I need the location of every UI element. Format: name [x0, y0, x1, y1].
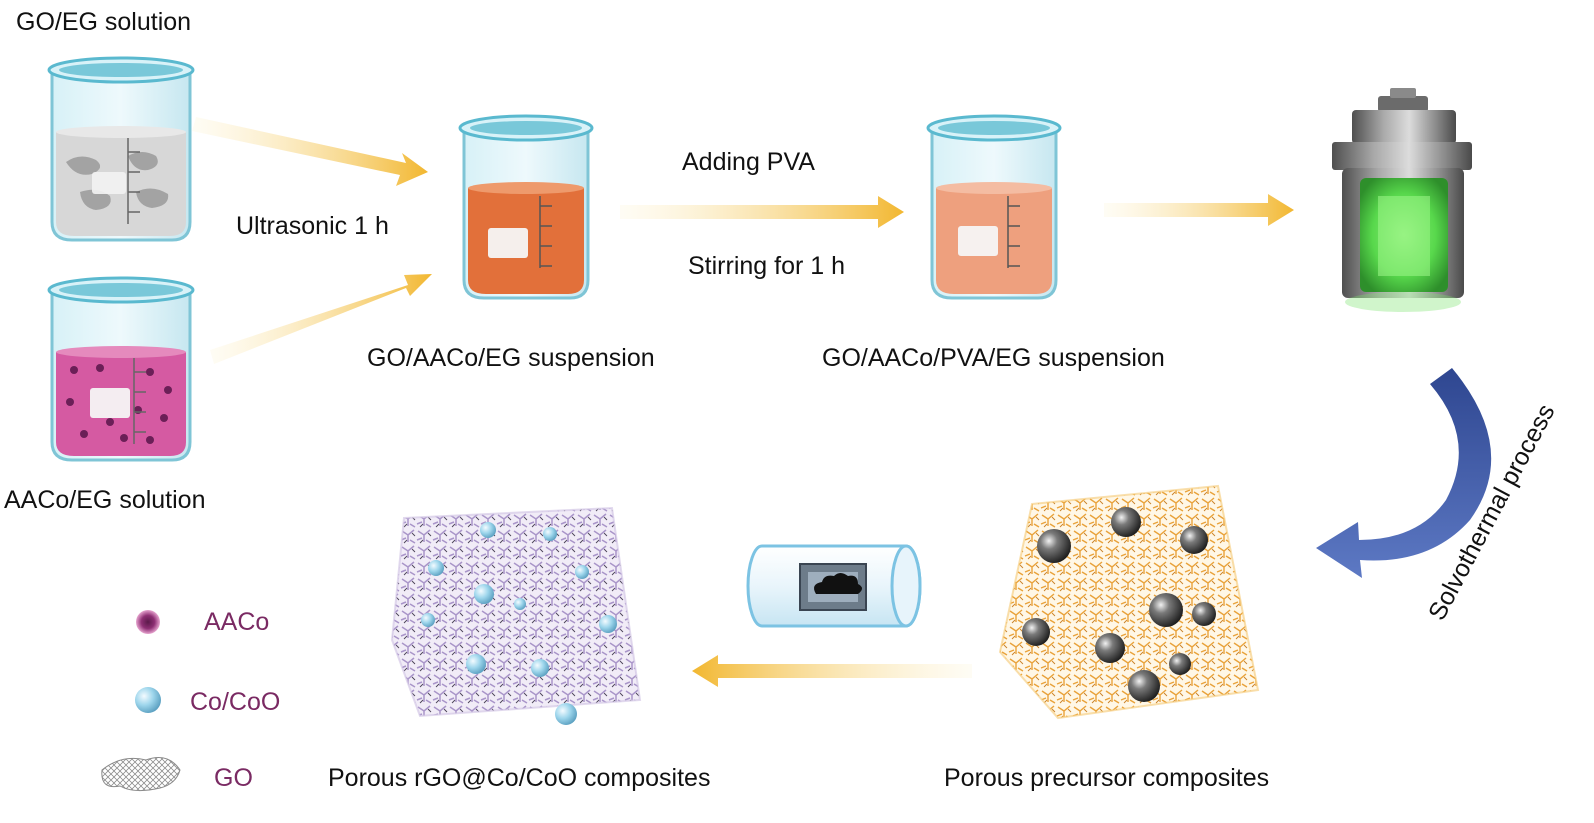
sample-cloud-icon — [814, 573, 862, 594]
arrow-aaco-to-suspension — [210, 274, 432, 364]
coco-legend-icon — [135, 687, 161, 713]
tube-furnace-icon — [746, 544, 922, 628]
arrow-to-autoclave — [1104, 194, 1294, 226]
porous-precursor-label: Porous precursor composites — [944, 764, 1270, 792]
go-sheet-icon — [66, 152, 169, 210]
go-eg-solution-label: GO/EG solution — [16, 8, 192, 36]
coco-legend-label: Co/CoO — [190, 688, 281, 716]
co-sphere-group — [1022, 507, 1216, 702]
aaco-legend-icon — [136, 610, 160, 634]
go-aaco-pva-eg-beaker — [926, 114, 1062, 300]
porous-precursor-cube — [998, 484, 1260, 720]
adding-pva-label: Adding PVA — [682, 148, 815, 176]
arrow-to-rgo — [692, 655, 972, 687]
go-aaco-eg-beaker — [458, 114, 594, 300]
arrow-add-pva — [620, 196, 904, 228]
aaco-eg-beaker — [47, 276, 195, 462]
go-aaco-eg-suspension-label: GO/AACo/EG suspension — [367, 344, 655, 372]
aaco-eg-solution-label: AACo/EG solution — [4, 486, 206, 514]
porous-rgo-cube — [390, 506, 642, 725]
go-legend-label: GO — [214, 764, 253, 792]
go-aaco-pva-eg-suspension-label: GO/AACo/PVA/EG suspension — [822, 344, 1165, 372]
autoclave-icon — [1332, 88, 1472, 312]
aaco-legend-label: AACo — [204, 608, 270, 636]
ultrasonic-label: Ultrasonic 1 h — [236, 212, 389, 240]
go-eg-beaker — [47, 56, 195, 242]
co-coo-sphere-group — [421, 522, 617, 725]
porous-rgo-label: Porous rGO@Co/CoO composites — [328, 764, 711, 792]
go-legend-icon — [101, 757, 181, 792]
stirring-label: Stirring for 1 h — [688, 252, 846, 280]
arrow-go-to-suspension — [192, 117, 428, 186]
solvothermal-arrow — [1316, 368, 1492, 578]
